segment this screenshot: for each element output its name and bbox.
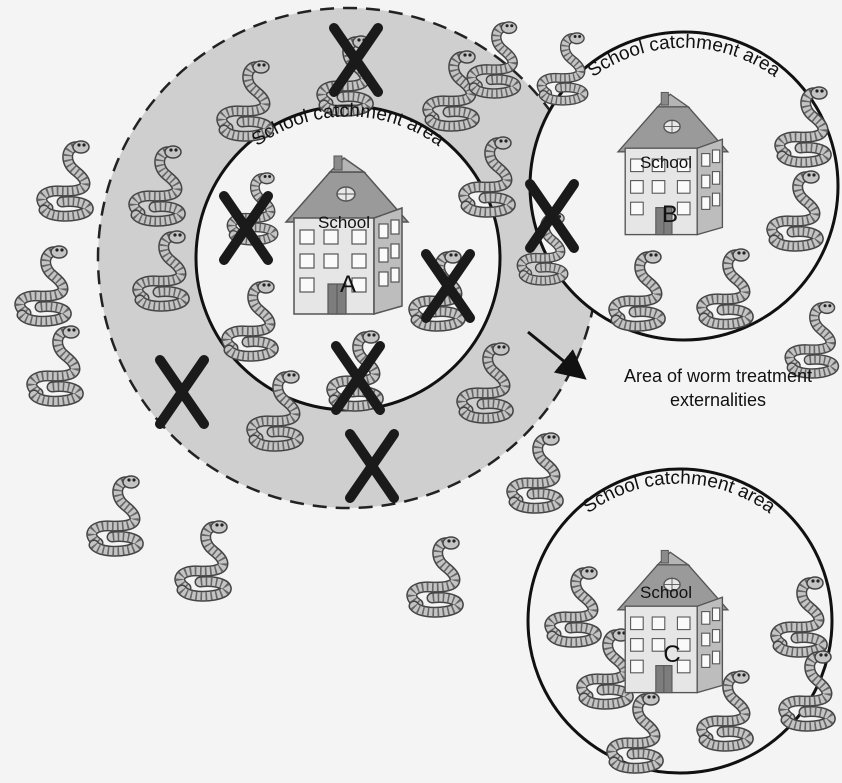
school-a: School A xyxy=(285,155,409,315)
externality-arrow xyxy=(527,330,587,380)
school-b: School B xyxy=(617,91,729,236)
school-b-letter: B xyxy=(662,201,678,228)
school-c: School C xyxy=(617,549,729,694)
school-a-label: School xyxy=(318,213,370,232)
school-c-label: School xyxy=(640,583,692,602)
externality-label-line1: Area of worm treatment xyxy=(624,366,812,386)
externality-label-line2: externalities xyxy=(670,390,766,410)
school-c-letter: C xyxy=(663,641,680,668)
school-a-letter: A xyxy=(340,271,356,298)
school-b-label: School xyxy=(640,153,692,172)
